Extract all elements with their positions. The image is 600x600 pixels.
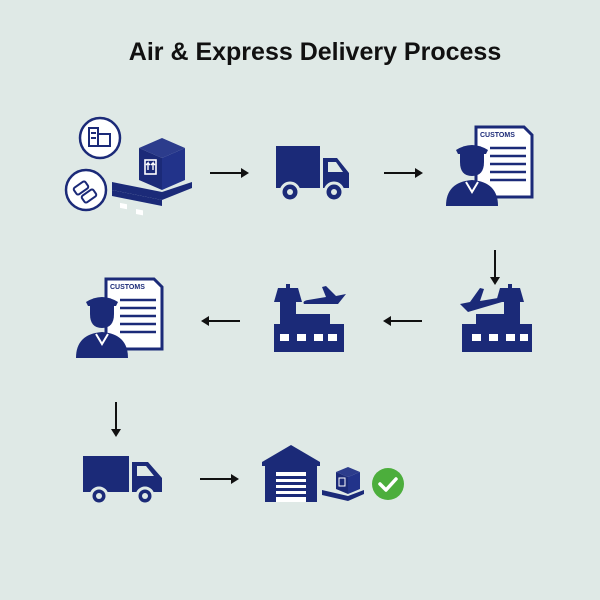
arrow-right-1 [210,167,250,179]
svg-text:CUSTOMS: CUSTOMS [480,132,515,139]
arrow-left-2 [200,315,240,327]
step-airport-departure [456,284,536,354]
customs-officer-icon: CUSTOMS [446,125,534,206]
step-customs-export: CUSTOMS [446,125,536,208]
arrow-left-1 [382,315,422,327]
step-shipment-origin [64,110,194,216]
delivery-truck-icon [83,456,162,506]
check-icon [372,468,404,500]
customs-officer-icon: CUSTOMS [76,277,164,358]
pallet-box-icon [322,467,364,501]
airport-departure-icon [460,284,532,352]
svg-text:CUSTOMS: CUSTOMS [110,284,145,291]
arrow-right-2 [384,167,424,179]
step-airport-arrival [270,284,350,354]
airport-arrival-icon [274,284,346,352]
step-final-delivery-truck [83,456,163,506]
arrow-down-2 [110,402,122,438]
page-title: Air & Express Delivery Process [128,38,502,66]
goods-badge-icon [64,168,108,212]
step-customs-import: CUSTOMS [76,277,166,360]
pallet-box-icon [112,138,192,216]
warehouse-icon [262,445,320,502]
step-warehouse-delivered [262,444,408,504]
factory-badge-icon [78,116,122,160]
delivery-truck-icon [276,146,349,203]
arrow-down-1 [489,250,501,286]
step-delivery-truck [276,146,350,203]
arrow-right-3 [200,473,240,485]
